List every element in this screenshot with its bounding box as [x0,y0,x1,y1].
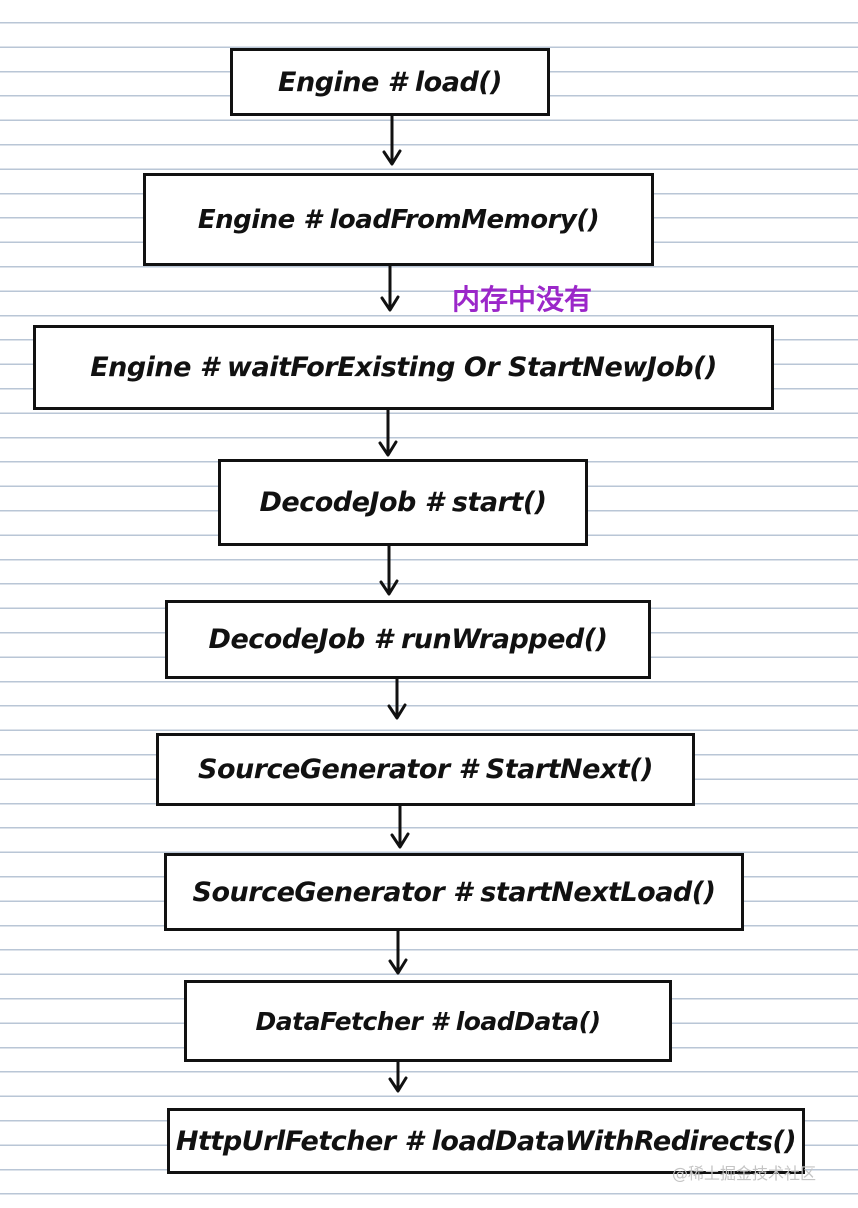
arrow-8 [388,1060,408,1093]
arrow-4 [379,544,399,596]
node-source-generator-start-next-load: SourceGenerator # startNextLoad() [164,853,744,931]
node-label: SourceGenerator # startNextLoad() [192,876,716,908]
watermark-text: @稀土掘金技术社区 [672,1164,817,1183]
node-label: DecodeJob # start() [259,487,547,518]
node-label: SourceGenerator # StartNext() [198,754,653,785]
node-decodejob-run-wrapped: DecodeJob # runWrapped() [165,600,651,679]
node-label: Engine # load() [278,66,502,98]
node-datafetcher-load-data: DataFetcher # loadData() [184,980,672,1062]
node-httpurlfetcher-load-data-with-redirects: HttpUrlFetcher # loadDataWithRedirects() [167,1108,805,1174]
node-label: HttpUrlFetcher # loadDataWithRedirects() [175,1125,797,1157]
node-engine-load-from-memory: Engine # loadFromMemory() [143,173,654,266]
node-decodejob-start: DecodeJob # start() [218,459,588,546]
node-engine-load: Engine # load() [230,48,550,116]
arrow-6 [390,804,410,849]
arrow-5 [387,677,407,720]
arrow-7 [388,929,408,975]
arrow-1 [382,114,402,166]
arrow-2 [380,264,400,312]
node-label: DataFetcher # loadData() [255,1006,602,1036]
node-engine-wait-for-existing-or-start-new-job: Engine # waitForExisting Or StartNewJob(… [33,325,774,410]
annotation-not-in-memory: 内存中没有 [452,283,593,316]
arrow-3 [378,408,398,457]
node-source-generator-start-next: SourceGenerator # StartNext() [156,733,695,806]
node-label: DecodeJob # runWrapped() [208,624,608,655]
node-label: Engine # loadFromMemory() [197,204,600,235]
node-label: Engine # waitForExisting Or StartNewJob(… [90,352,717,383]
